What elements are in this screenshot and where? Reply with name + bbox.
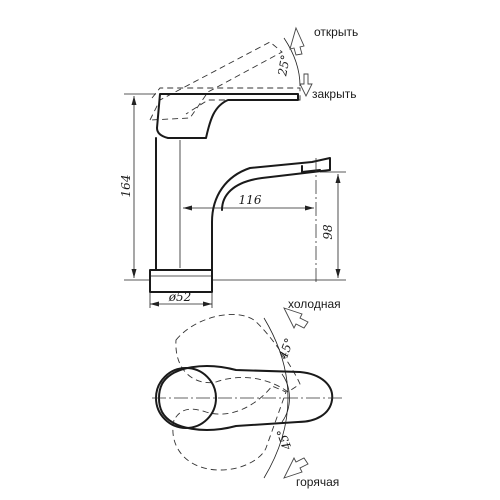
reach-arrow-left (183, 205, 192, 211)
spout-height-arrow-bottom (335, 269, 341, 278)
height-arrow-bottom (131, 269, 137, 278)
faucet-base-outline (149, 269, 213, 293)
spout-reach-label: 116 (239, 193, 262, 207)
spout-height-label: 98 (321, 224, 335, 240)
side-view: 164 116 98 ø52 25° открыть закрыть (119, 25, 358, 308)
hot-label: горячая (296, 475, 339, 489)
lever-top-outline (158, 365, 334, 431)
lever-outline (156, 93, 299, 139)
reach-arrow-right (305, 205, 314, 211)
close-label: закрыть (312, 87, 356, 101)
lever-cold-position-outline (175, 314, 301, 393)
base-dim-arrow-left (150, 301, 159, 307)
lever-hot-position-outline (172, 385, 287, 471)
lever-angle-arc (283, 37, 301, 87)
aerator-outline (301, 165, 321, 173)
spout-height-arrow-top (335, 174, 341, 183)
open-arrow (289, 26, 305, 56)
faucet-body-outline (155, 137, 331, 271)
rotation-arc (263, 317, 289, 479)
height-arrow-top (131, 96, 137, 105)
total-height-label: 164 (119, 175, 133, 198)
base-dim-arrow-right (203, 301, 212, 307)
close-arrow (299, 73, 313, 98)
open-label: открыть (314, 25, 358, 39)
base-diameter-label: ø52 (168, 290, 192, 304)
cold-label: холодная (288, 297, 341, 311)
lever-closed-position-outline (151, 87, 301, 115)
lever-angle-label: 25° (275, 54, 293, 78)
cold-arrow (283, 307, 309, 330)
hot-arrow (283, 456, 309, 479)
rotation-cold-angle-label: 45° (276, 336, 297, 362)
top-view: 45° 45° холодная горячая (152, 297, 344, 489)
rotation-hot-angle-label: 45° (274, 427, 295, 453)
